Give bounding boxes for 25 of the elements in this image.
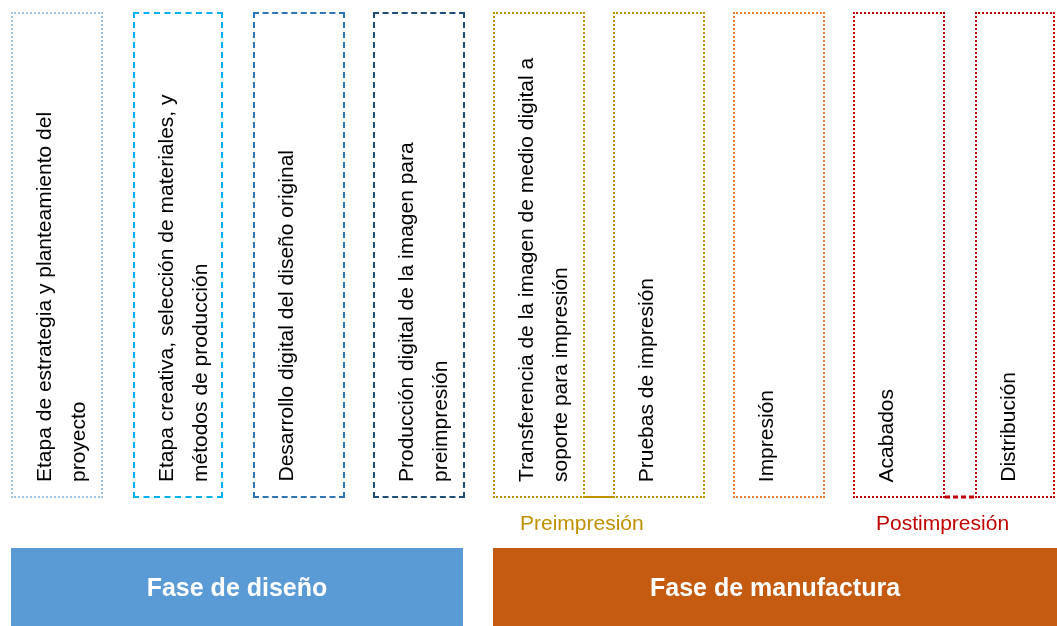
- group-label: Postimpresión: [876, 511, 1010, 535]
- phase-band: [493, 548, 1057, 626]
- phase-title: Fase de diseño: [146, 572, 328, 602]
- step-text: Producción digital de la imagen para preimpresión: [393, 141, 452, 482]
- step-box: [613, 12, 705, 498]
- phase-band: [11, 548, 463, 626]
- step-text: Transferencia de la imagen de medio digital a soporte para impresión: [513, 56, 572, 482]
- step-text: Desarrollo digital del diseño original: [273, 150, 298, 482]
- step-box: [373, 12, 465, 498]
- connector-line: [945, 495, 975, 499]
- step-text: Impresión: [753, 389, 778, 482]
- step-text: Acabados: [873, 388, 898, 482]
- step-box: [853, 12, 945, 498]
- step-text: Etapa de estrategia y planteamiento del proyecto: [31, 110, 90, 482]
- step-box: [493, 12, 585, 498]
- phase-title: Fase de manufactura: [649, 572, 901, 602]
- step-box: [733, 12, 825, 498]
- step-box: [975, 12, 1055, 498]
- step-box: [11, 12, 103, 498]
- step-text: Distribución: [995, 372, 1020, 482]
- step-box: [253, 12, 345, 498]
- group-label: Preimpresión: [520, 511, 644, 535]
- connector-line: [584, 496, 614, 498]
- step-box: [133, 12, 223, 498]
- step-text: Pruebas de impresión: [633, 277, 658, 482]
